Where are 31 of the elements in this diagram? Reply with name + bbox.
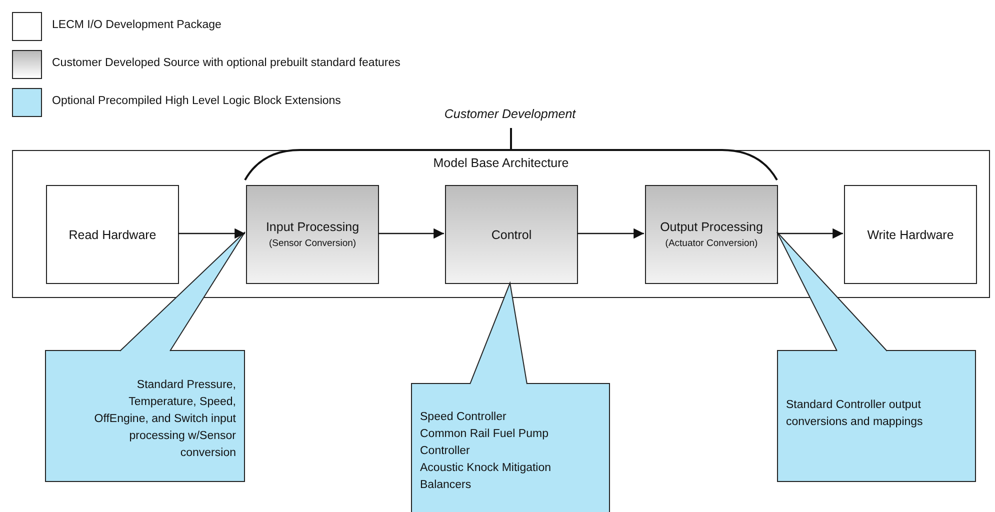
bracket-label: Customer Development [443, 107, 577, 121]
arrow [378, 228, 444, 239]
box-subtitle: (Sensor Conversion) [268, 238, 356, 249]
process-box [46, 185, 179, 284]
container-title: Model Base Architecture [432, 156, 570, 170]
legend-label: LECM I/O Development Package [52, 19, 222, 31]
box-subtitle: (Actuator Conversion) [665, 238, 758, 249]
arrow [178, 228, 245, 239]
callout-box [411, 383, 610, 512]
callout-box [777, 350, 976, 482]
callout-text: Acoustic Knock Mitigation [420, 461, 552, 476]
arrow [577, 228, 644, 239]
process-box [246, 185, 379, 284]
legend-label: Customer Developed Source with optional prebuilt standard features [52, 57, 400, 69]
process-box [844, 185, 977, 284]
box-title: Input Processing [266, 220, 360, 234]
arrow [777, 228, 843, 239]
box-title: Read Hardware [68, 228, 156, 242]
callout-box [45, 350, 245, 482]
process-box [645, 185, 778, 284]
callout-text: Standard Pressure, Temperature, Speed, OffEngine, and Switch input processing w/Sensor conversion [93, 378, 236, 461]
callout-text: Common Rail Fuel Pump Controller [420, 427, 550, 459]
box-title: Output Processing [660, 220, 763, 234]
callout-text: Balancers [420, 478, 472, 493]
container-box [12, 150, 990, 298]
callout-text: Standard Controller output conversions and mappings [786, 398, 924, 430]
box-title: Control [491, 228, 532, 242]
callout-text: Speed Controller [420, 410, 508, 425]
legend-label: Optional Precompiled High Level Logic Block Extensions [52, 95, 341, 107]
box-title: Write Hardware [867, 228, 954, 242]
process-box [445, 185, 578, 284]
